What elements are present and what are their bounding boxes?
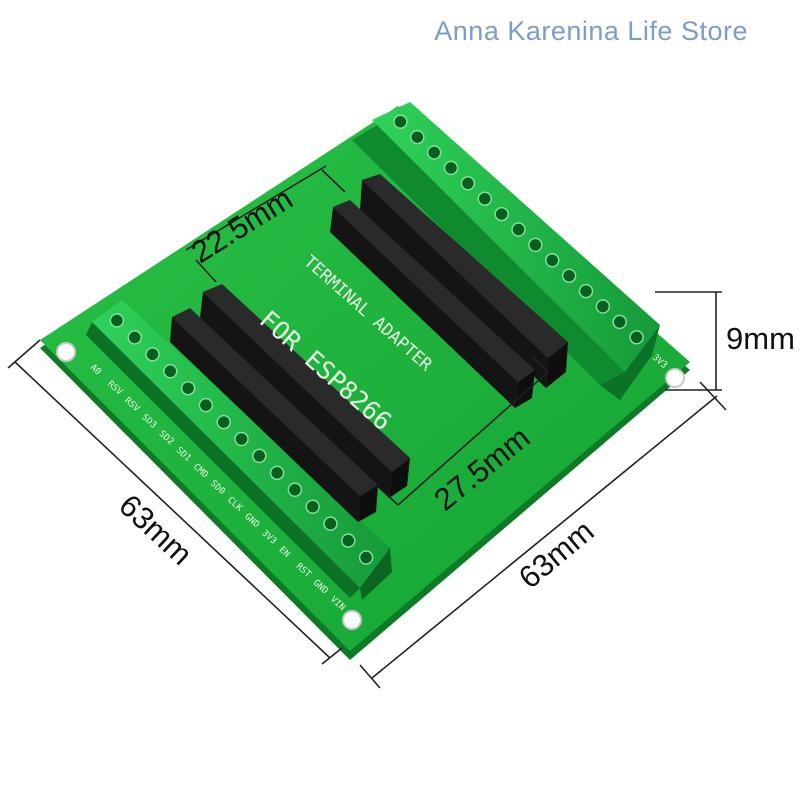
- dim-label-9mm: 9mm: [726, 321, 795, 356]
- mounting-hole: [665, 368, 685, 388]
- screw-terminal: [180, 380, 196, 396]
- dimension-lines: [7, 165, 727, 689]
- female-header-2: [330, 200, 535, 408]
- store-watermark: Anna Karenina Life Store: [434, 16, 748, 46]
- screw-terminal: [544, 253, 560, 268]
- screw-terminal: [234, 431, 249, 447]
- screw-terminal: [460, 176, 476, 191]
- female-header-1: [360, 174, 568, 388]
- screw-terminal: [477, 191, 493, 206]
- screw-terminal: [410, 129, 425, 145]
- screw-terminal: [252, 448, 267, 464]
- screw-terminal: [393, 114, 408, 129]
- screw-terminal: [198, 397, 214, 413]
- mounting-hole: [56, 342, 76, 362]
- screw-terminal: [287, 482, 303, 498]
- screw-terminal: [269, 465, 285, 481]
- screw-terminal: [511, 222, 526, 237]
- screw-terminal: [578, 283, 594, 299]
- screw-terminal: [323, 516, 338, 531]
- mounting-hole: [342, 610, 362, 630]
- terminal-block-right: [352, 102, 660, 400]
- screw-terminal: [561, 268, 577, 283]
- screw-terminal: [595, 299, 611, 314]
- screw-terminal: [612, 314, 627, 330]
- screw-terminal: [629, 330, 644, 345]
- screw-terminal: [145, 347, 160, 362]
- screw-terminal: [358, 550, 374, 565]
- screw-terminal: [127, 330, 142, 345]
- screw-terminal: [528, 237, 543, 253]
- terminal-block-left: [86, 300, 392, 600]
- screw-terminal: [443, 160, 459, 176]
- female-header-3: [200, 284, 410, 498]
- screw-terminal: [216, 414, 231, 430]
- screw-terminal: [163, 364, 178, 379]
- screw-terminal: [494, 206, 509, 222]
- screw-terminal: [341, 533, 356, 548]
- dim-label-63mm-left: 63mm: [112, 488, 199, 572]
- female-header-4: [170, 308, 378, 522]
- screw-terminal: [426, 145, 442, 160]
- dim-label-63mm-bottom: 63mm: [512, 513, 600, 595]
- screw-terminal: [109, 313, 125, 328]
- screw-terminal: [305, 499, 320, 514]
